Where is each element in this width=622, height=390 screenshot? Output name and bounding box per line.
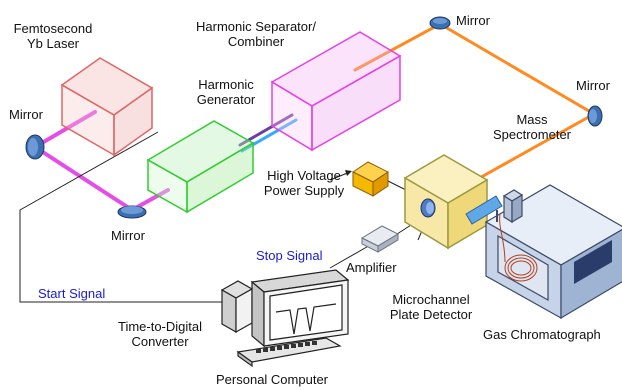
gc-label: Gas Chromatograph [483,327,601,342]
mass-spectrometer-label: Mass Spectrometer [490,112,574,142]
mcp-detector [420,198,436,218]
mirror-right [587,105,603,127]
mirror-left-label: Mirror [9,107,43,122]
start-signal-wire [19,131,222,303]
ms-label-line2: Spectrometer [492,127,572,142]
harmonic-beam-orange [353,22,598,187]
laser-label-line1: Femtosecond [13,21,93,36]
generator-label-line2: Generator [196,92,256,107]
separator-label-line1: Harmonic Separator/ [196,19,316,34]
mass-spectrometer-box [403,154,489,250]
stop-signal-wire [329,243,373,269]
mirror-top-label: Mirror [456,13,490,28]
laser-label-line2: Yb Laser [26,36,80,51]
gas-chromatograph [484,184,622,320]
start-signal-label: Start Signal [38,286,106,301]
hv-label-line2: Power Supply [263,183,345,198]
separator-label: Harmonic Separator/ Combiner [186,19,326,49]
amplifier-label: Amplifier [346,260,397,275]
generator-label: Harmonic Generator [191,77,261,107]
mirror-bottom [117,205,147,219]
fundamental-beam [31,110,170,213]
mcp-label: Microchannel Plate Detector [381,292,481,322]
pc-label: Personal Computer [216,372,328,387]
separator-label-line2: Combiner [227,34,285,49]
laser-box [60,57,154,157]
ms-label-line1: Mass [516,112,548,127]
tdc-label: Time-to-Digital Converter [108,319,212,349]
tdc-label-line1: Time-to-Digital [117,319,203,334]
amplifier-box [360,225,400,253]
separator-box [270,31,402,152]
mirror-right-label: Mirror [576,78,610,93]
laser-label: Femtosecond Yb Laser [10,21,96,51]
hv-label-line1: High Voltage [267,168,341,183]
tdc-label-line2: Converter [131,334,189,349]
mcp-label-line2: Plate Detector [389,307,473,322]
mcp-label-line1: Microchannel [392,292,470,307]
stop-signal-label: Stop Signal [256,248,323,263]
generator-label-line1: Harmonic [198,77,254,92]
oscilloscope-trace [275,303,337,335]
transfer-tube [465,195,503,225]
hv-power-supply-box [352,161,389,197]
mirror-left [25,134,45,160]
hv-arrowhead [345,170,352,176]
harmonic-generator-box [146,120,255,214]
hv-label: High Voltage Power Supply [256,168,352,198]
mirror-bottom-label: Mirror [111,228,145,243]
personal-computer [220,269,350,368]
mirror-top [429,16,451,30]
harmonic-beam-blue [240,118,298,153]
